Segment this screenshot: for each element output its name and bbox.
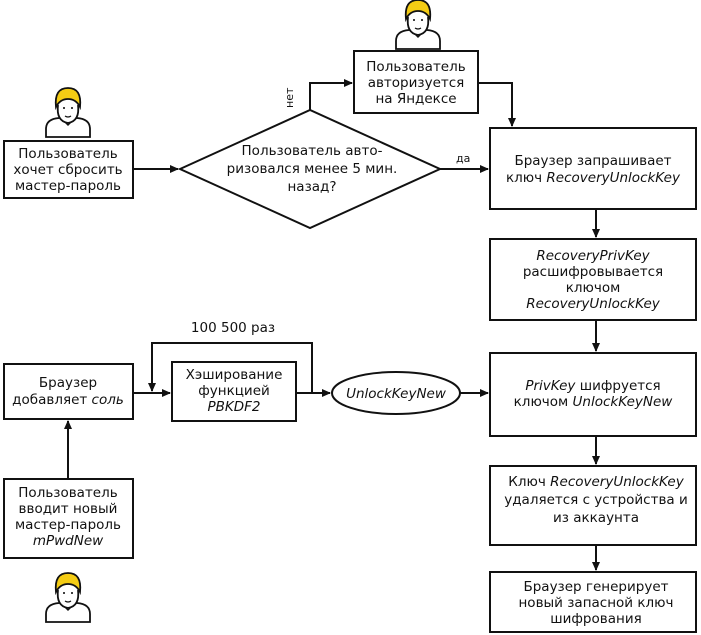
generate-box-line-3: шифрования bbox=[550, 611, 641, 627]
request-box bbox=[489, 127, 697, 210]
salt-box-line-1: Браузер bbox=[39, 375, 97, 391]
auth-box-line-1: Пользователь bbox=[366, 59, 465, 75]
request-box-line-2: ключ RecoveryUnlockKey bbox=[506, 170, 681, 186]
arrow-no-branch bbox=[309, 79, 353, 110]
decision-line-3: назад? bbox=[287, 179, 336, 195]
delete-box bbox=[489, 465, 697, 546]
user-input-line-4: mPwdNew bbox=[33, 533, 104, 549]
salt-box-salt: соль bbox=[92, 392, 124, 408]
delete-box-line-2: удаляется с устройства и bbox=[504, 492, 688, 508]
label-no: нет bbox=[283, 87, 296, 108]
decision-line-2: ризовался менее 5 мин. bbox=[227, 161, 398, 177]
generate-box bbox=[489, 571, 697, 633]
label-yes: да bbox=[456, 152, 470, 165]
decrypt-box-line-3: ключом bbox=[566, 280, 621, 296]
oval-label: UnlockKeyNew bbox=[346, 386, 447, 402]
user-input-line-1: Пользователь bbox=[18, 485, 117, 501]
generate-box-line-2: новый запасной ключ bbox=[518, 595, 673, 611]
delete-box-prefix: Ключ bbox=[508, 474, 550, 490]
decrypt-box bbox=[489, 238, 697, 321]
start-box-line-2: хочет сбросить bbox=[13, 162, 122, 178]
user-icon bbox=[395, 0, 441, 50]
encrypt-box-line-1: PrivKey шифруется bbox=[525, 378, 660, 394]
user-icon bbox=[45, 87, 91, 138]
delete-box-line-1: Ключ RecoveryUnlockKey bbox=[508, 474, 684, 490]
hash-box-line-3: PBKDF2 bbox=[207, 399, 260, 415]
encrypt-box-line-2: ключом UnlockKeyNew bbox=[514, 394, 674, 410]
hash-box bbox=[171, 361, 297, 422]
start-box-line-3: мастер-пароль bbox=[15, 178, 121, 194]
loop-arrow bbox=[148, 342, 313, 393]
decision-line-1: Пользователь авто- bbox=[242, 143, 383, 159]
hash-box-line-1: Хэширование bbox=[186, 367, 283, 383]
salt-box-line-2: добавляет соль bbox=[12, 392, 124, 408]
encrypt-box-rest: шифруется bbox=[575, 378, 660, 394]
delete-box-line-3: из аккаунта bbox=[553, 510, 639, 526]
auth-box-line-2: авторизуется bbox=[368, 75, 465, 91]
encrypt-box bbox=[489, 352, 697, 437]
request-box-line-1: Браузер запрашивает bbox=[514, 153, 671, 169]
encrypt-box-key-2: UnlockKeyNew bbox=[573, 394, 674, 410]
encrypt-box-key-1: PrivKey bbox=[525, 378, 576, 394]
start-box-line-1: Пользователь bbox=[18, 146, 117, 162]
auth-box bbox=[353, 50, 479, 114]
decrypt-box-line-4: RecoveryUnlockKey bbox=[526, 296, 661, 312]
request-box-prefix: ключ bbox=[506, 170, 546, 186]
salt-box-prefix: добавляет bbox=[12, 392, 91, 408]
decrypt-box-line-2: расшифровывается bbox=[523, 264, 663, 280]
delete-box-key: RecoveryUnlockKey bbox=[550, 474, 685, 490]
loop-label: 100 500 раз bbox=[191, 320, 275, 336]
generate-box-line-1: Браузер генерирует bbox=[523, 579, 668, 595]
salt-box bbox=[3, 363, 134, 420]
decrypt-box-line-1: RecoveryPrivKey bbox=[536, 248, 650, 264]
user-input-box bbox=[3, 478, 134, 559]
auth-box-line-3: на Яндексе bbox=[375, 91, 456, 107]
start-box bbox=[3, 140, 134, 199]
encrypt-box-prefix: ключом bbox=[514, 394, 573, 410]
arrow-auth-to-request bbox=[478, 82, 516, 127]
user-input-line-2: вводит новый bbox=[19, 501, 118, 517]
user-input-line-3: мастер-пароль bbox=[15, 517, 121, 533]
request-box-key: RecoveryUnlockKey bbox=[546, 170, 681, 186]
user-icon bbox=[45, 572, 91, 623]
hash-box-line-2: функцией bbox=[198, 383, 270, 399]
